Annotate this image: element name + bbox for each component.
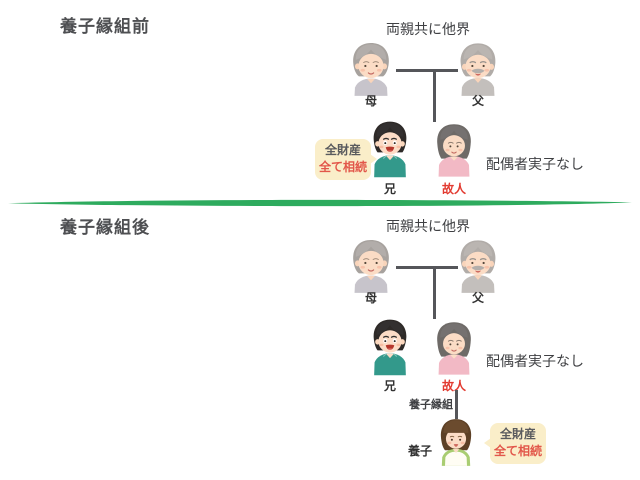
- mother-label-before: 母: [364, 94, 377, 108]
- mother-label-after: 母: [364, 291, 377, 305]
- brother-label-before: 兄: [383, 182, 396, 196]
- spouse-note-after: 配偶者実子なし: [486, 353, 584, 369]
- deceased-label-after: 故人: [441, 379, 466, 393]
- parents-connector-vertical-after: [433, 266, 436, 319]
- brother-label-after: 兄: [383, 379, 396, 393]
- deceased-avatar-after: [430, 320, 478, 376]
- adoption-connector: [455, 390, 458, 419]
- adoption-note: 養子縁組: [409, 399, 453, 411]
- parents-deceased-note-before: 両親共に他界: [386, 21, 470, 37]
- parents-connector-vertical-before: [433, 69, 436, 122]
- deceased-avatar-before: [430, 122, 478, 178]
- section-title-before: 養子縁組前: [60, 17, 150, 36]
- parents-connector-horizontal-before: [396, 69, 458, 72]
- parents-deceased-note-after: 両親共に他界: [386, 218, 470, 234]
- badge-tail-right: [370, 154, 377, 164]
- badge-line2-before: 全て相続: [318, 160, 367, 174]
- adopted-child-label: 養子: [407, 444, 432, 458]
- inheritance-badge-after: 全財産 全て相続: [484, 423, 546, 464]
- badge-line2-after: 全て相続: [493, 444, 542, 458]
- mother-avatar-before: [345, 42, 397, 96]
- spouse-note-before: 配偶者実子なし: [486, 156, 584, 172]
- badge-tail-left: [484, 438, 491, 448]
- father-avatar-before: [452, 42, 504, 96]
- mother-avatar-after: [345, 239, 397, 293]
- brother-avatar-before: [366, 120, 414, 178]
- deceased-label-before: 故人: [441, 182, 466, 196]
- father-label-before: 父: [471, 94, 484, 108]
- badge-line1-before: 全財産: [324, 143, 361, 157]
- father-label-after: 父: [471, 291, 484, 305]
- section-divider-line: [8, 199, 632, 207]
- brother-avatar-after: [366, 318, 414, 376]
- parents-connector-horizontal-after: [396, 266, 458, 269]
- inheritance-badge-before: 全財産 全て相続: [315, 139, 377, 180]
- section-title-after: 養子縁組後: [60, 218, 150, 237]
- badge-line1-after: 全財産: [499, 427, 536, 441]
- father-avatar-after: [452, 239, 504, 293]
- adopted-child-avatar: [434, 418, 478, 466]
